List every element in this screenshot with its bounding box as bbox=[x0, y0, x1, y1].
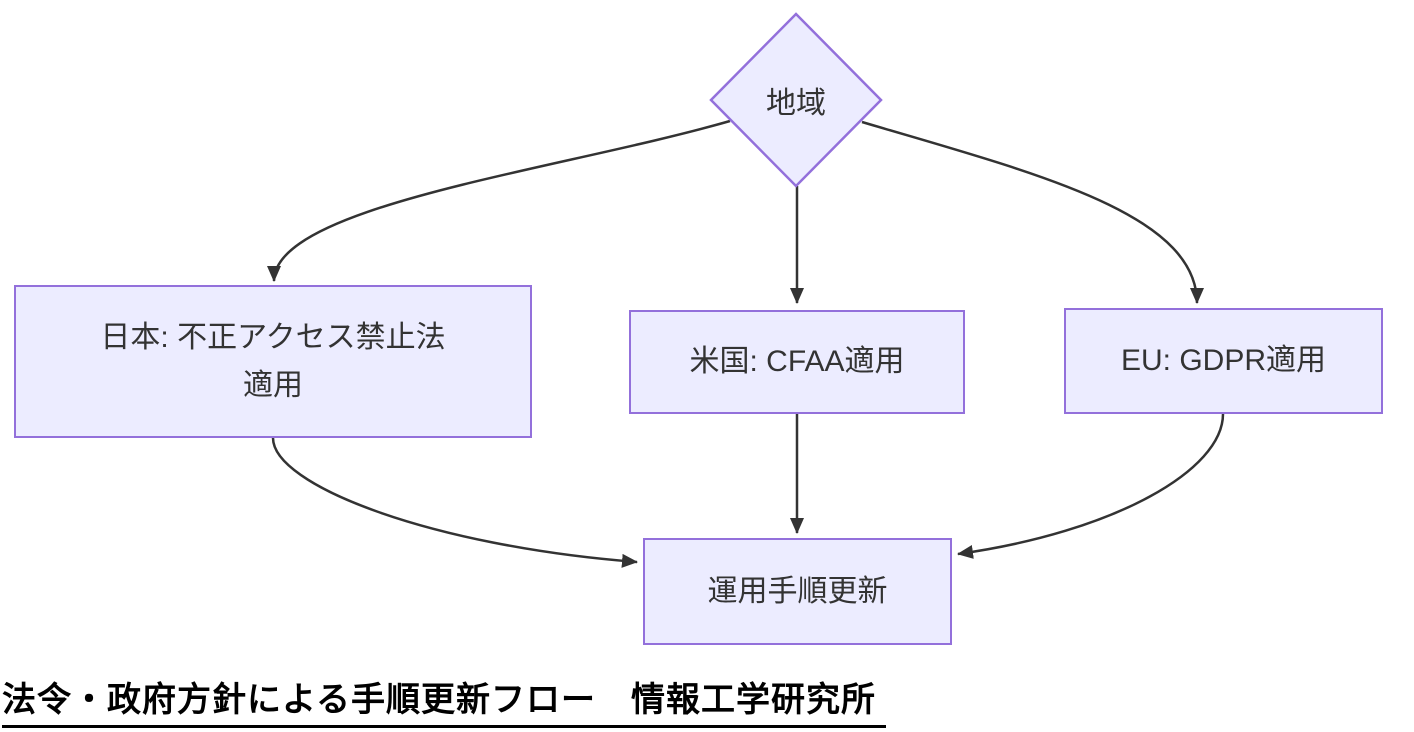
update-node-label: 運用手順更新 bbox=[707, 574, 888, 608]
edge-decision-to-japan bbox=[267, 119, 731, 282]
japan-node: 日本: 不正アクセス禁止法 適用 bbox=[14, 285, 532, 438]
decision-node-label: 地域 bbox=[766, 87, 826, 120]
japan-node-label-line2: 適用 bbox=[243, 368, 303, 402]
decision-diamond bbox=[709, 12, 883, 188]
edge-decision-to-eu bbox=[861, 120, 1204, 304]
eu-node-label: EU: GDPR適用 bbox=[1120, 344, 1327, 377]
update-node: 運用手順更新 bbox=[643, 538, 952, 645]
us-node-label: 米国: CFAA適用 bbox=[689, 345, 905, 378]
edge-japan-to-update bbox=[271, 437, 638, 568]
diagram-caption: 法令・政府方針による手順更新フロー 情報工学研究所 bbox=[2, 672, 886, 728]
us-node: 米国: CFAA適用 bbox=[629, 310, 965, 414]
eu-node: EU: GDPR適用 bbox=[1064, 308, 1383, 414]
japan-node-label-line1: 日本: 不正アクセス禁止法 bbox=[100, 320, 446, 354]
edge-eu-to-update bbox=[957, 413, 1225, 559]
